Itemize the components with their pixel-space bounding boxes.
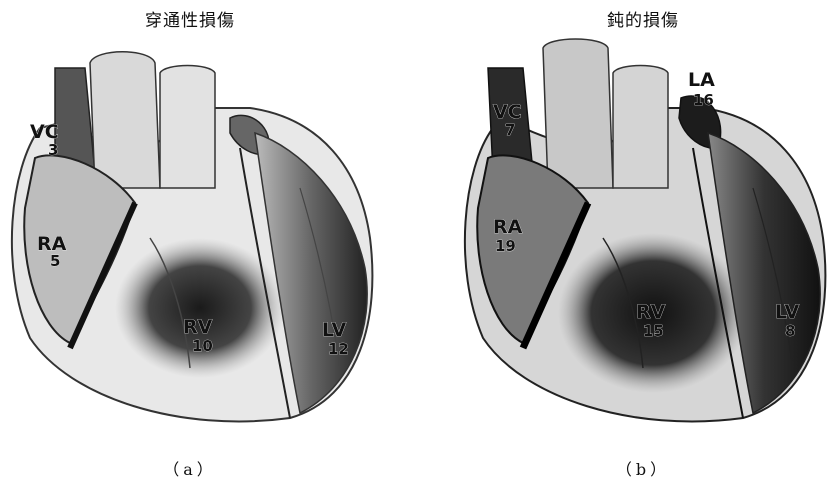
- vc-label: VC: [493, 101, 522, 123]
- ra-value: 5: [50, 252, 60, 270]
- panel-blunt: 鈍的損傷 VC 7 LA 16 RA: [453, 0, 833, 483]
- aorta: [90, 52, 160, 188]
- vc-value: 3: [48, 141, 58, 159]
- la-label: LA: [688, 69, 715, 91]
- vc-label: VC: [30, 121, 59, 143]
- panel-title: 鈍的損傷: [453, 6, 833, 31]
- rv-value: 15: [643, 322, 664, 340]
- panel-penetrating: 穿通性損傷: [0, 0, 380, 483]
- heart-illustration: VC 7 LA 16 RA 19 RV 15 LV 8: [453, 38, 833, 438]
- pulmonary-trunk: [613, 66, 668, 189]
- lv-value: 8: [785, 322, 795, 340]
- la-value: 16: [693, 91, 714, 109]
- aorta: [543, 39, 613, 188]
- ra-value: 19: [495, 237, 516, 255]
- rv-value: 10: [192, 337, 213, 355]
- panel-caption: （a）: [0, 456, 380, 480]
- panel-title: 穿通性損傷: [0, 6, 380, 31]
- lv-value: 12: [328, 340, 349, 358]
- rv-label: RV: [636, 301, 666, 323]
- lv-label: LV: [322, 319, 346, 341]
- heart-illustration: VC 3 RA 5 RV 10 LV 12: [0, 38, 380, 438]
- vc-value: 7: [505, 121, 515, 139]
- panel-caption: （b）: [453, 456, 833, 480]
- ra-label: RA: [493, 216, 523, 238]
- pulmonary-trunk: [160, 66, 215, 189]
- lv-label: LV: [775, 301, 799, 323]
- rv-label: RV: [183, 316, 213, 338]
